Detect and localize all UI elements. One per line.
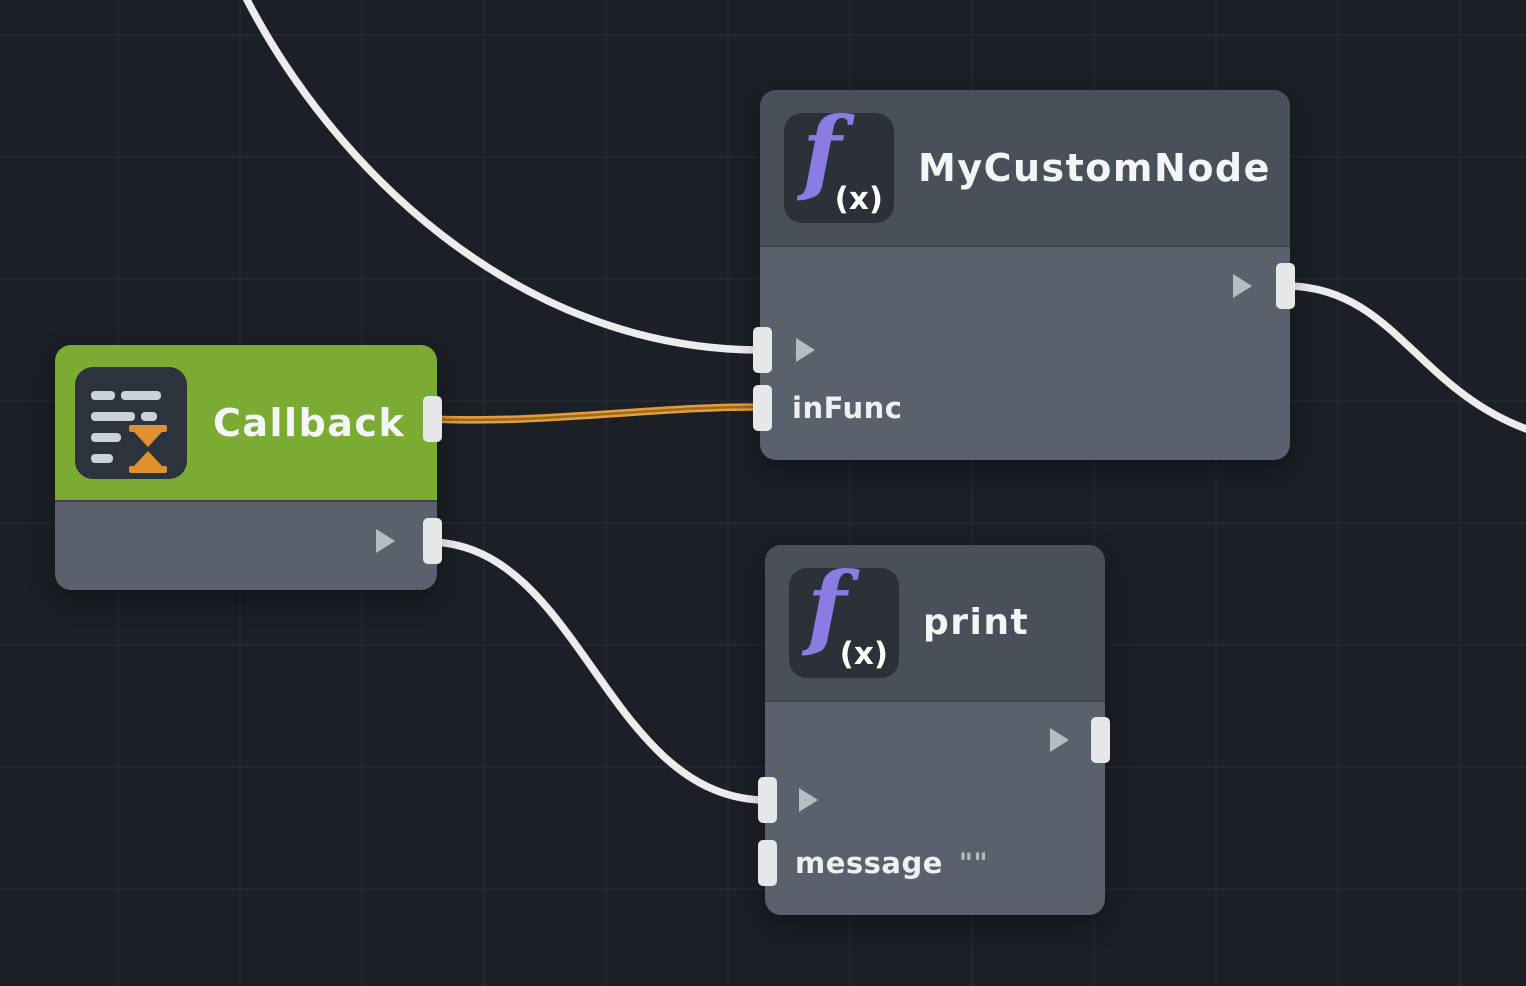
exec-out-pin-icon[interactable] — [376, 529, 395, 553]
wire-callback-to-infunc-core — [428, 405, 764, 422]
wire-into-mycustomnode-exec[interactable] — [242, 0, 761, 354]
node-mycustomnode[interactable]: f (x) MyCustomNode inFunc — [753, 90, 1295, 460]
exec-out-port[interactable] — [1276, 263, 1295, 309]
node-body[interactable] — [760, 245, 1290, 460]
infunc-label-text: inFunc — [792, 391, 903, 425]
exec-in-pin-icon[interactable] — [796, 338, 815, 362]
infunc-port-label: inFunc — [792, 385, 902, 431]
node-body[interactable] — [765, 700, 1105, 915]
exec-in-port[interactable] — [753, 327, 772, 373]
node-title: Callback — [213, 400, 406, 445]
fx-f-glyph: f — [802, 96, 842, 205]
message-label-text: message — [795, 846, 943, 880]
node-callback[interactable]: Callback — [55, 345, 442, 590]
message-input-port[interactable] — [758, 840, 777, 886]
node-header[interactable]: Callback — [55, 345, 437, 500]
exec-out-port[interactable] — [1091, 717, 1110, 763]
node-header[interactable]: f (x) MyCustomNode — [760, 90, 1290, 245]
node-header[interactable]: f (x) print — [765, 545, 1105, 700]
callback-script-icon-art — [91, 390, 167, 473]
infunc-input-port[interactable] — [753, 385, 772, 431]
wire-callback-exec-to-print-exec[interactable] — [429, 538, 764, 804]
exec-out-pin-icon[interactable] — [1233, 274, 1252, 298]
exec-in-pin-icon[interactable] — [799, 788, 818, 812]
fx-f-glyph: f — [807, 551, 847, 660]
fx-sub-glyph: (x) — [834, 180, 883, 217]
hourglass-icon — [129, 424, 167, 473]
exec-out-port[interactable] — [423, 518, 442, 564]
function-fx-icon: f (x) — [789, 555, 899, 678]
node-title: MyCustomNode — [918, 145, 1271, 190]
message-port-label: message "" — [795, 840, 988, 886]
exec-in-port[interactable] — [758, 777, 777, 823]
exec-out-pin-icon[interactable] — [1050, 728, 1069, 752]
callback-out-port[interactable] — [423, 396, 442, 442]
node-title: print — [923, 602, 1030, 643]
node-body[interactable] — [55, 500, 437, 590]
message-default-value: "" — [958, 847, 989, 879]
wire-mycustomnode-exec-out[interactable] — [1287, 282, 1526, 433]
function-fx-icon: f (x) — [784, 100, 894, 223]
node-print[interactable]: f (x) print message "" — [758, 545, 1110, 915]
fx-sub-glyph: (x) — [839, 635, 888, 672]
callback-script-icon — [75, 366, 187, 479]
